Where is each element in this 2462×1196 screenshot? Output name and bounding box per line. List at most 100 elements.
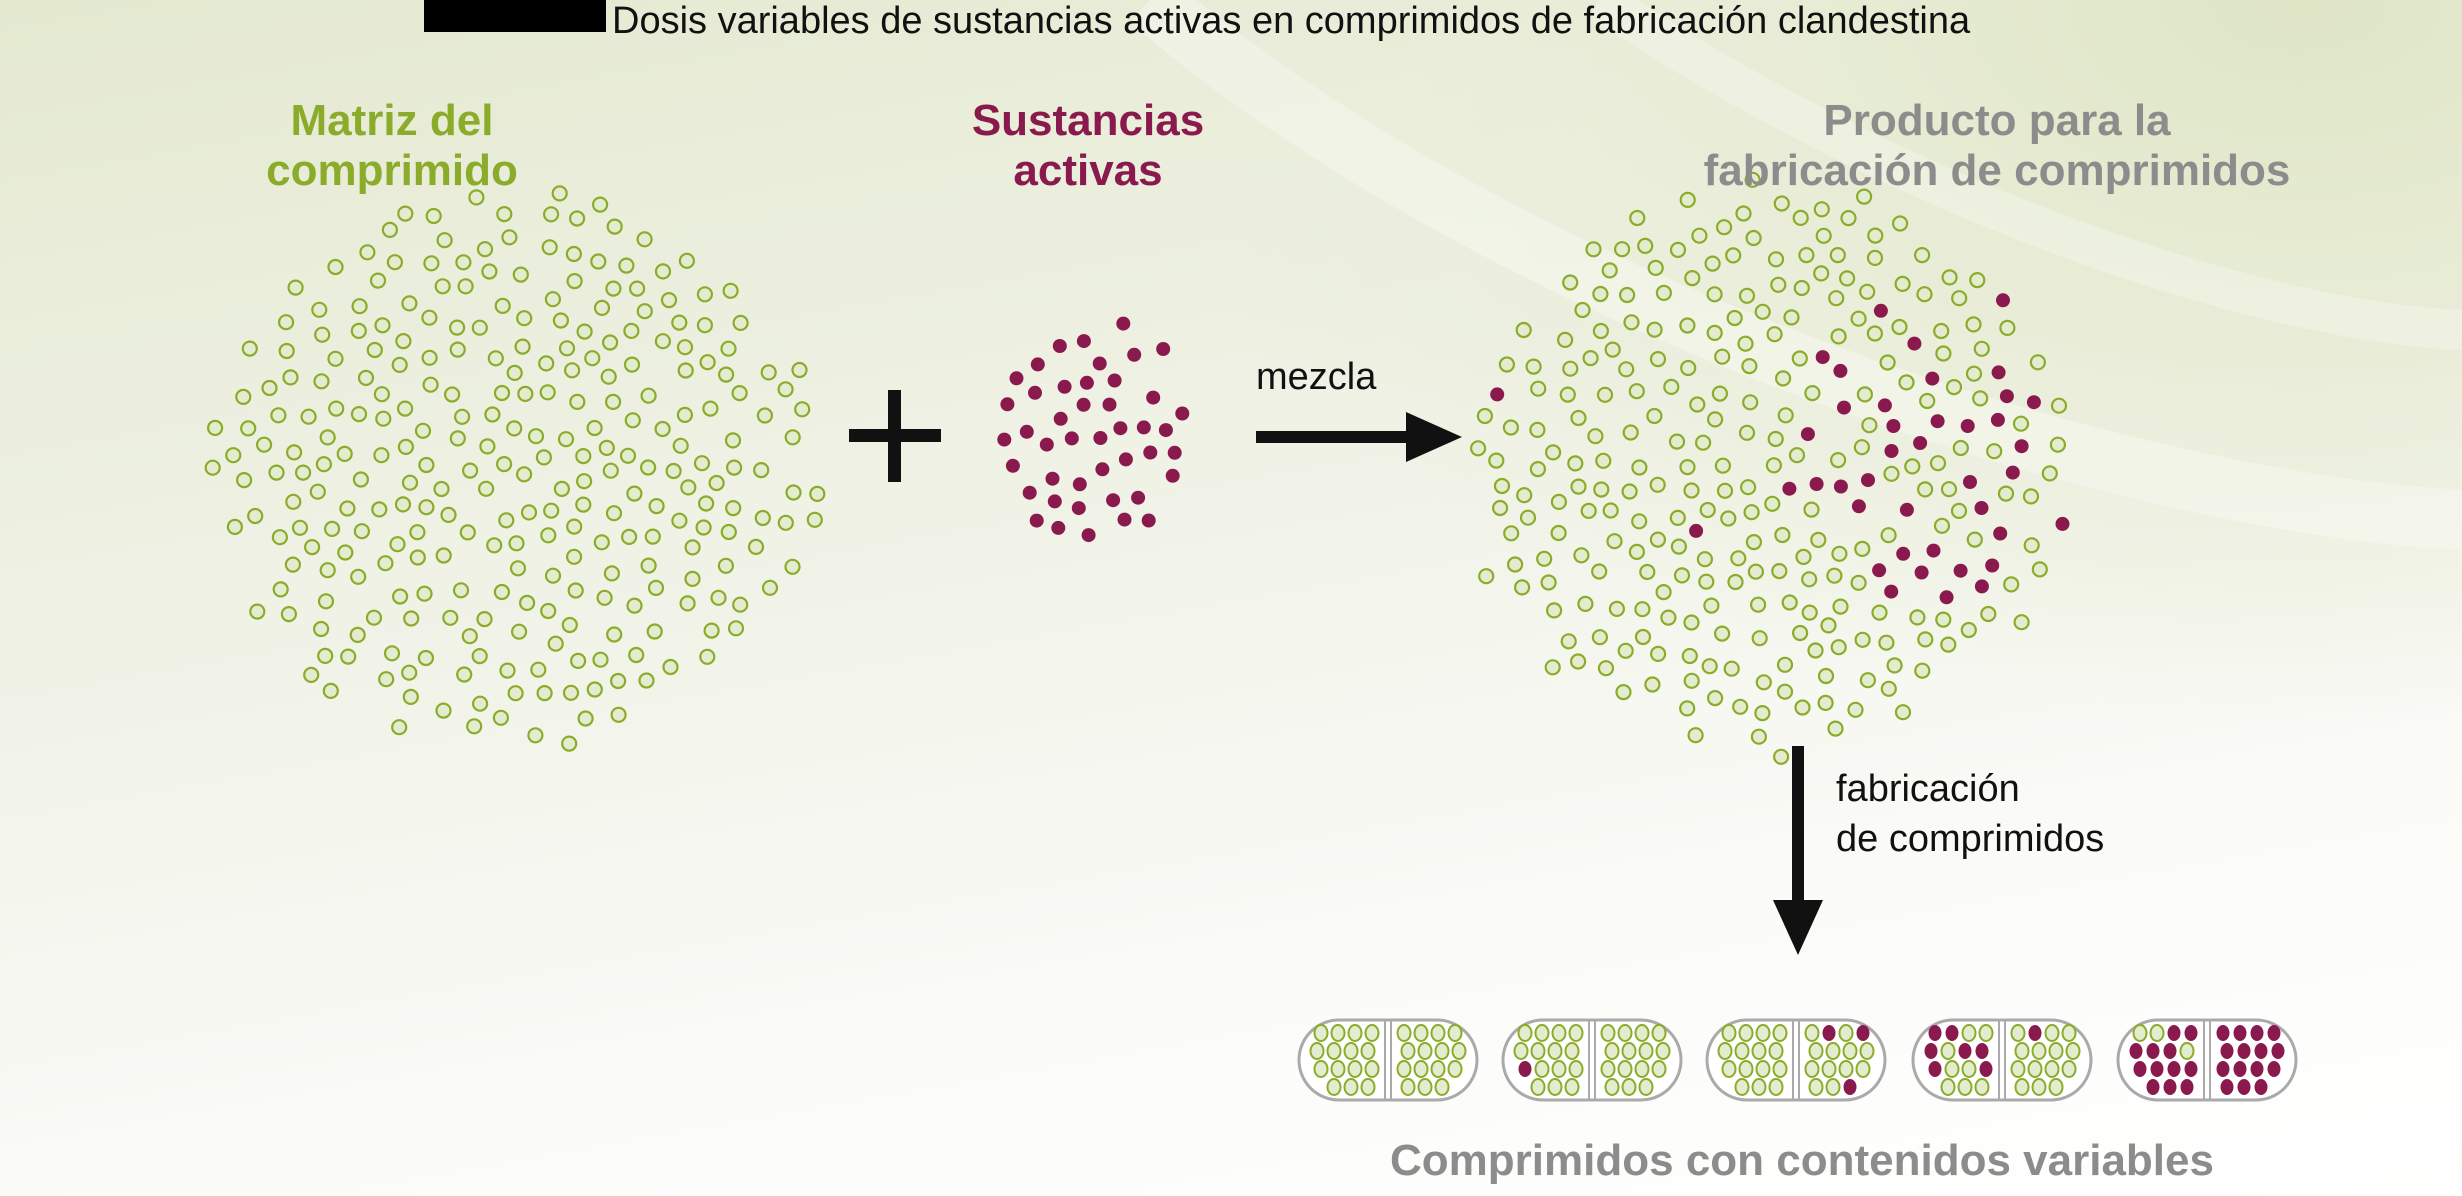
matrix-particle <box>1600 1024 1616 1042</box>
matrix-particle <box>1791 350 1808 367</box>
matrix-particle <box>401 474 419 491</box>
matrix-particle <box>1772 1060 1788 1078</box>
active-particle <box>1076 397 1091 412</box>
matrix-particle <box>476 610 493 628</box>
matrix-particle <box>484 406 501 423</box>
matrix-particle <box>538 355 555 372</box>
matrix-particle <box>2029 354 2047 371</box>
active-particle <box>1856 1025 1870 1041</box>
matrix-particle <box>640 387 657 404</box>
matrix-particle <box>1973 340 1990 357</box>
matrix-particle <box>1396 1060 1412 1078</box>
matrix-particle <box>724 432 742 449</box>
matrix-particle <box>514 338 531 355</box>
matrix-particle <box>1898 374 1915 391</box>
active-particle <box>1000 397 1015 412</box>
matrix-particle <box>710 589 727 606</box>
matrix-particle <box>1945 379 1963 396</box>
matrix-particle <box>1447 1060 1463 1078</box>
matrix-particle <box>409 549 426 566</box>
matrix-particle <box>1613 241 1631 258</box>
matrix-particle <box>1634 628 1652 646</box>
heading-line: activas <box>1013 146 1163 195</box>
matrix-particle <box>462 462 479 479</box>
active-particle <box>1113 421 1128 436</box>
matrix-particle <box>1904 458 1921 475</box>
active-particle <box>1167 445 1182 460</box>
matrix-particle <box>1997 485 2015 502</box>
matrix-particle <box>303 666 320 684</box>
matrix-particle <box>605 505 623 522</box>
matrix-particle <box>1491 499 1509 517</box>
matrix-particle <box>284 556 301 573</box>
matrix-particle <box>1655 1042 1671 1060</box>
matrix-particle <box>291 519 309 536</box>
result-label: Comprimidos con contenidos variables <box>1390 1136 2214 1185</box>
figure-title: Dosis variables de sustancias activas en… <box>612 0 1971 42</box>
active-particle <box>1884 444 1899 458</box>
matrix-particle <box>1530 1042 1546 1060</box>
matrix-particle <box>753 462 770 479</box>
matrix-particle <box>584 350 601 367</box>
active-particle <box>2167 1025 2181 1041</box>
matrix-particle <box>567 582 584 599</box>
matrix-particle <box>1933 322 1950 340</box>
matrix-particle <box>558 340 576 357</box>
matrix-particle <box>1347 1060 1363 1078</box>
matrix-particle <box>1649 645 1667 663</box>
matrix-particle <box>1447 1024 1463 1042</box>
matrix-particle <box>1793 279 1810 297</box>
matrix-particle <box>1649 531 1667 548</box>
matrix-particle <box>561 735 578 752</box>
active-particle <box>1999 389 2014 404</box>
matrix-particle <box>1683 614 1700 631</box>
matrix-particle <box>1585 241 1602 258</box>
active-particle <box>1072 477 1087 492</box>
matrix-particle <box>1570 478 1587 495</box>
matrix-particle <box>1817 667 1835 685</box>
matrix-particle <box>287 279 304 296</box>
matrix-particle <box>660 292 678 309</box>
matrix-particle <box>1564 1042 1580 1060</box>
matrix-particle <box>806 511 823 528</box>
matrix-particle <box>1430 1060 1446 1078</box>
matrix-particle <box>1544 444 1562 461</box>
active-particle <box>1095 462 1110 477</box>
matrix-particle <box>1794 699 1811 716</box>
matrix-particle <box>1894 275 1911 292</box>
matrix-particle <box>1525 358 1542 375</box>
matrix-particle <box>1767 430 1784 448</box>
matrix-particle <box>569 393 586 410</box>
matrix-particle <box>2049 436 2066 453</box>
matrix-particle <box>1813 265 1830 282</box>
matrix-particle <box>1711 385 1729 402</box>
matrix-particle <box>697 495 715 512</box>
matrix-particle <box>1591 563 1608 580</box>
matrix-particle <box>2050 397 2068 414</box>
matrix-particle <box>1595 452 1612 469</box>
matrix-particle <box>544 291 562 308</box>
matrix-particle <box>359 244 376 261</box>
matrix-particle <box>1655 284 1673 301</box>
matrix-particle <box>207 419 224 436</box>
matrix-particle <box>1592 322 1610 340</box>
matrix-particle <box>397 438 414 455</box>
matrix-particle <box>1347 1024 1363 1042</box>
matrix-particle <box>1940 481 1958 498</box>
matrix-particle <box>397 205 414 222</box>
matrix-particle <box>1792 209 1809 226</box>
matrix-particle <box>1417 1042 1433 1060</box>
active-particle <box>2267 1025 2281 1041</box>
mix-label: mezcla <box>1256 356 1377 398</box>
matrix-particle <box>322 682 339 700</box>
matrix-particle <box>1326 1078 1342 1096</box>
active-particle <box>997 432 1012 447</box>
matrix-particle <box>1738 287 1756 304</box>
matrix-particle <box>557 431 575 448</box>
active-particle <box>1928 1025 1942 1041</box>
tablet <box>1501 1018 1683 1102</box>
matrix-particle <box>699 354 716 371</box>
matrix-particle <box>1747 563 1765 580</box>
matrix-particle <box>1850 310 1867 327</box>
matrix-particle <box>1771 562 1788 580</box>
